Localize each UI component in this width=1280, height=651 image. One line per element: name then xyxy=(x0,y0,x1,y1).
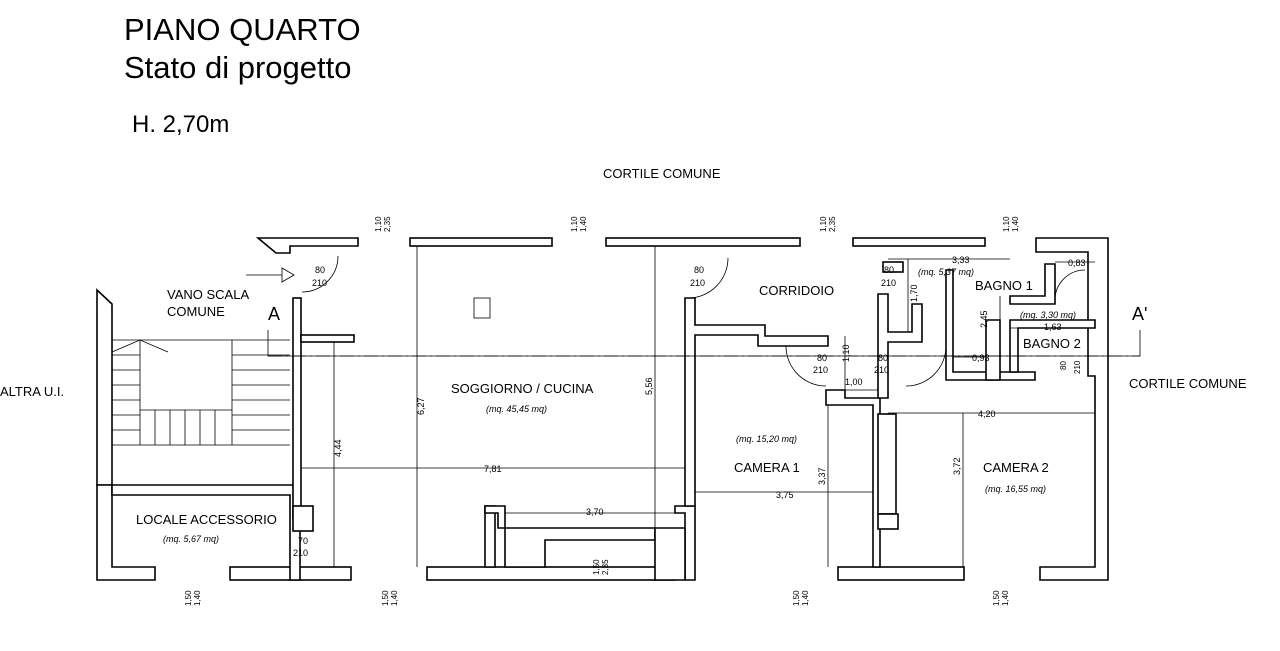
courtyard-right-label: CORTILE COMUNE xyxy=(1129,376,1247,391)
dim-3-75: 3,75 xyxy=(776,490,794,500)
plan-title: PIANO QUARTO xyxy=(124,12,361,47)
door-bagno2-height: 210 xyxy=(1073,360,1082,374)
dim-4-44: 4,44 xyxy=(333,439,343,457)
win-bot-e2: 1,40 xyxy=(1001,590,1010,606)
room-camera1-name: CAMERA 1 xyxy=(734,460,800,475)
room-camera2-name: CAMERA 2 xyxy=(983,460,1049,475)
dim-3-70: 3,70 xyxy=(586,507,604,517)
dim-3-72: 3,72 xyxy=(952,457,962,475)
room-bagno2-name: BAGNO 2 xyxy=(1023,336,1081,351)
ceiling-height: H. 2,70m xyxy=(132,111,230,138)
entry-arrow-icon xyxy=(246,267,295,283)
stair-label-1: VANO SCALA xyxy=(167,287,249,302)
door-swings xyxy=(301,255,1086,387)
dim-5-56: 5,56 xyxy=(644,377,654,395)
win-bot-c: 1,50 xyxy=(592,559,601,575)
dim-0-93: 0,93 xyxy=(972,353,990,363)
kitchen-feature xyxy=(473,297,491,319)
door-bagno2-width: 80 xyxy=(1059,361,1068,370)
courtyard-top-label: CORTILE COMUNE xyxy=(603,166,721,181)
room-soggiorno-area: (mq. 45,45 mq) xyxy=(486,404,547,414)
dim-4-20: 4,20 xyxy=(978,409,996,419)
other-unit-label: ALTRA U.I. xyxy=(0,384,64,399)
win-bot-a2: 1,40 xyxy=(193,590,202,606)
dim-3-37: 3,37 xyxy=(817,467,827,485)
room-bagno2-area: (mq. 3,30 mq) xyxy=(1020,310,1076,320)
room-camera2-area: (mq. 16,55 mq) xyxy=(985,484,1046,494)
room-camera1-area: (mq. 15,20 mq) xyxy=(736,434,797,444)
win-top-c2: 2,35 xyxy=(828,216,837,232)
door-kitchen-height: 210 xyxy=(690,278,705,288)
win-top-d: 1,10 xyxy=(1002,216,1011,232)
section-line xyxy=(267,330,1141,357)
dim-1-63: 1,63 xyxy=(1044,322,1062,332)
dim-3-33: 3,33 xyxy=(952,255,970,265)
stair-label-2: COMUNE xyxy=(167,304,225,319)
door-locale-width: 70 xyxy=(298,536,308,546)
door-cam2-width: 80 xyxy=(878,353,888,363)
win-top-c: 1,10 xyxy=(819,216,828,232)
section-a2-label: A' xyxy=(1132,304,1147,324)
door-kitchen-width: 80 xyxy=(694,265,704,275)
door-bagno1-height: 210 xyxy=(881,278,896,288)
win-top-d2: 1,40 xyxy=(1011,216,1020,232)
room-bagno1-name: BAGNO 1 xyxy=(975,278,1033,293)
win-bot-d2: 1,40 xyxy=(801,590,810,606)
room-locale-name: LOCALE ACCESSORIO xyxy=(136,512,277,527)
room-bagno1-area: (mq. 5,37 mq) xyxy=(918,267,974,277)
dim-1-00: 1,00 xyxy=(845,377,863,387)
interior-walls xyxy=(292,261,1096,581)
win-bot-a: 1,50 xyxy=(184,590,193,606)
win-bot-b: 1,50 xyxy=(381,590,390,606)
plan-subtitle: Stato di progetto xyxy=(124,50,352,85)
win-top-b2: 1,40 xyxy=(579,216,588,232)
dim-1-70: 1,70 xyxy=(909,284,919,302)
door-entry-height: 210 xyxy=(312,278,327,288)
dim-1-10: 1,10 xyxy=(841,344,851,362)
door-cam2-height: 210 xyxy=(874,365,889,375)
win-bot-b2: 1,40 xyxy=(390,590,399,606)
win-bot-e: 1,50 xyxy=(992,590,1001,606)
room-locale-area: (mq. 5,67 mq) xyxy=(163,534,219,544)
room-corridoio-name: CORRIDOIO xyxy=(759,283,834,298)
win-bot-d: 1,50 xyxy=(792,590,801,606)
door-bagno1-width: 80 xyxy=(884,265,894,275)
door-cam1-width: 80 xyxy=(817,353,827,363)
door-entry-width: 80 xyxy=(315,265,325,275)
dim-7-81: 7,81 xyxy=(484,464,502,474)
common-stair xyxy=(111,339,290,446)
dimension-lines xyxy=(301,246,1095,567)
dim-0-83: 0,83 xyxy=(1068,258,1086,268)
win-top-a: 1,10 xyxy=(374,216,383,232)
door-cam1-height: 210 xyxy=(813,365,828,375)
door-locale-height: 210 xyxy=(293,548,308,558)
section-a-label: A xyxy=(268,304,280,324)
dim-6-27: 6,27 xyxy=(416,397,426,415)
room-soggiorno-name: SOGGIORNO / CUCINA xyxy=(451,381,594,396)
dim-2-45: 2,45 xyxy=(979,310,989,328)
win-bot-c2: 2,35 xyxy=(601,559,610,575)
win-top-a2: 2,35 xyxy=(383,216,392,232)
win-top-b: 1,10 xyxy=(570,216,579,232)
